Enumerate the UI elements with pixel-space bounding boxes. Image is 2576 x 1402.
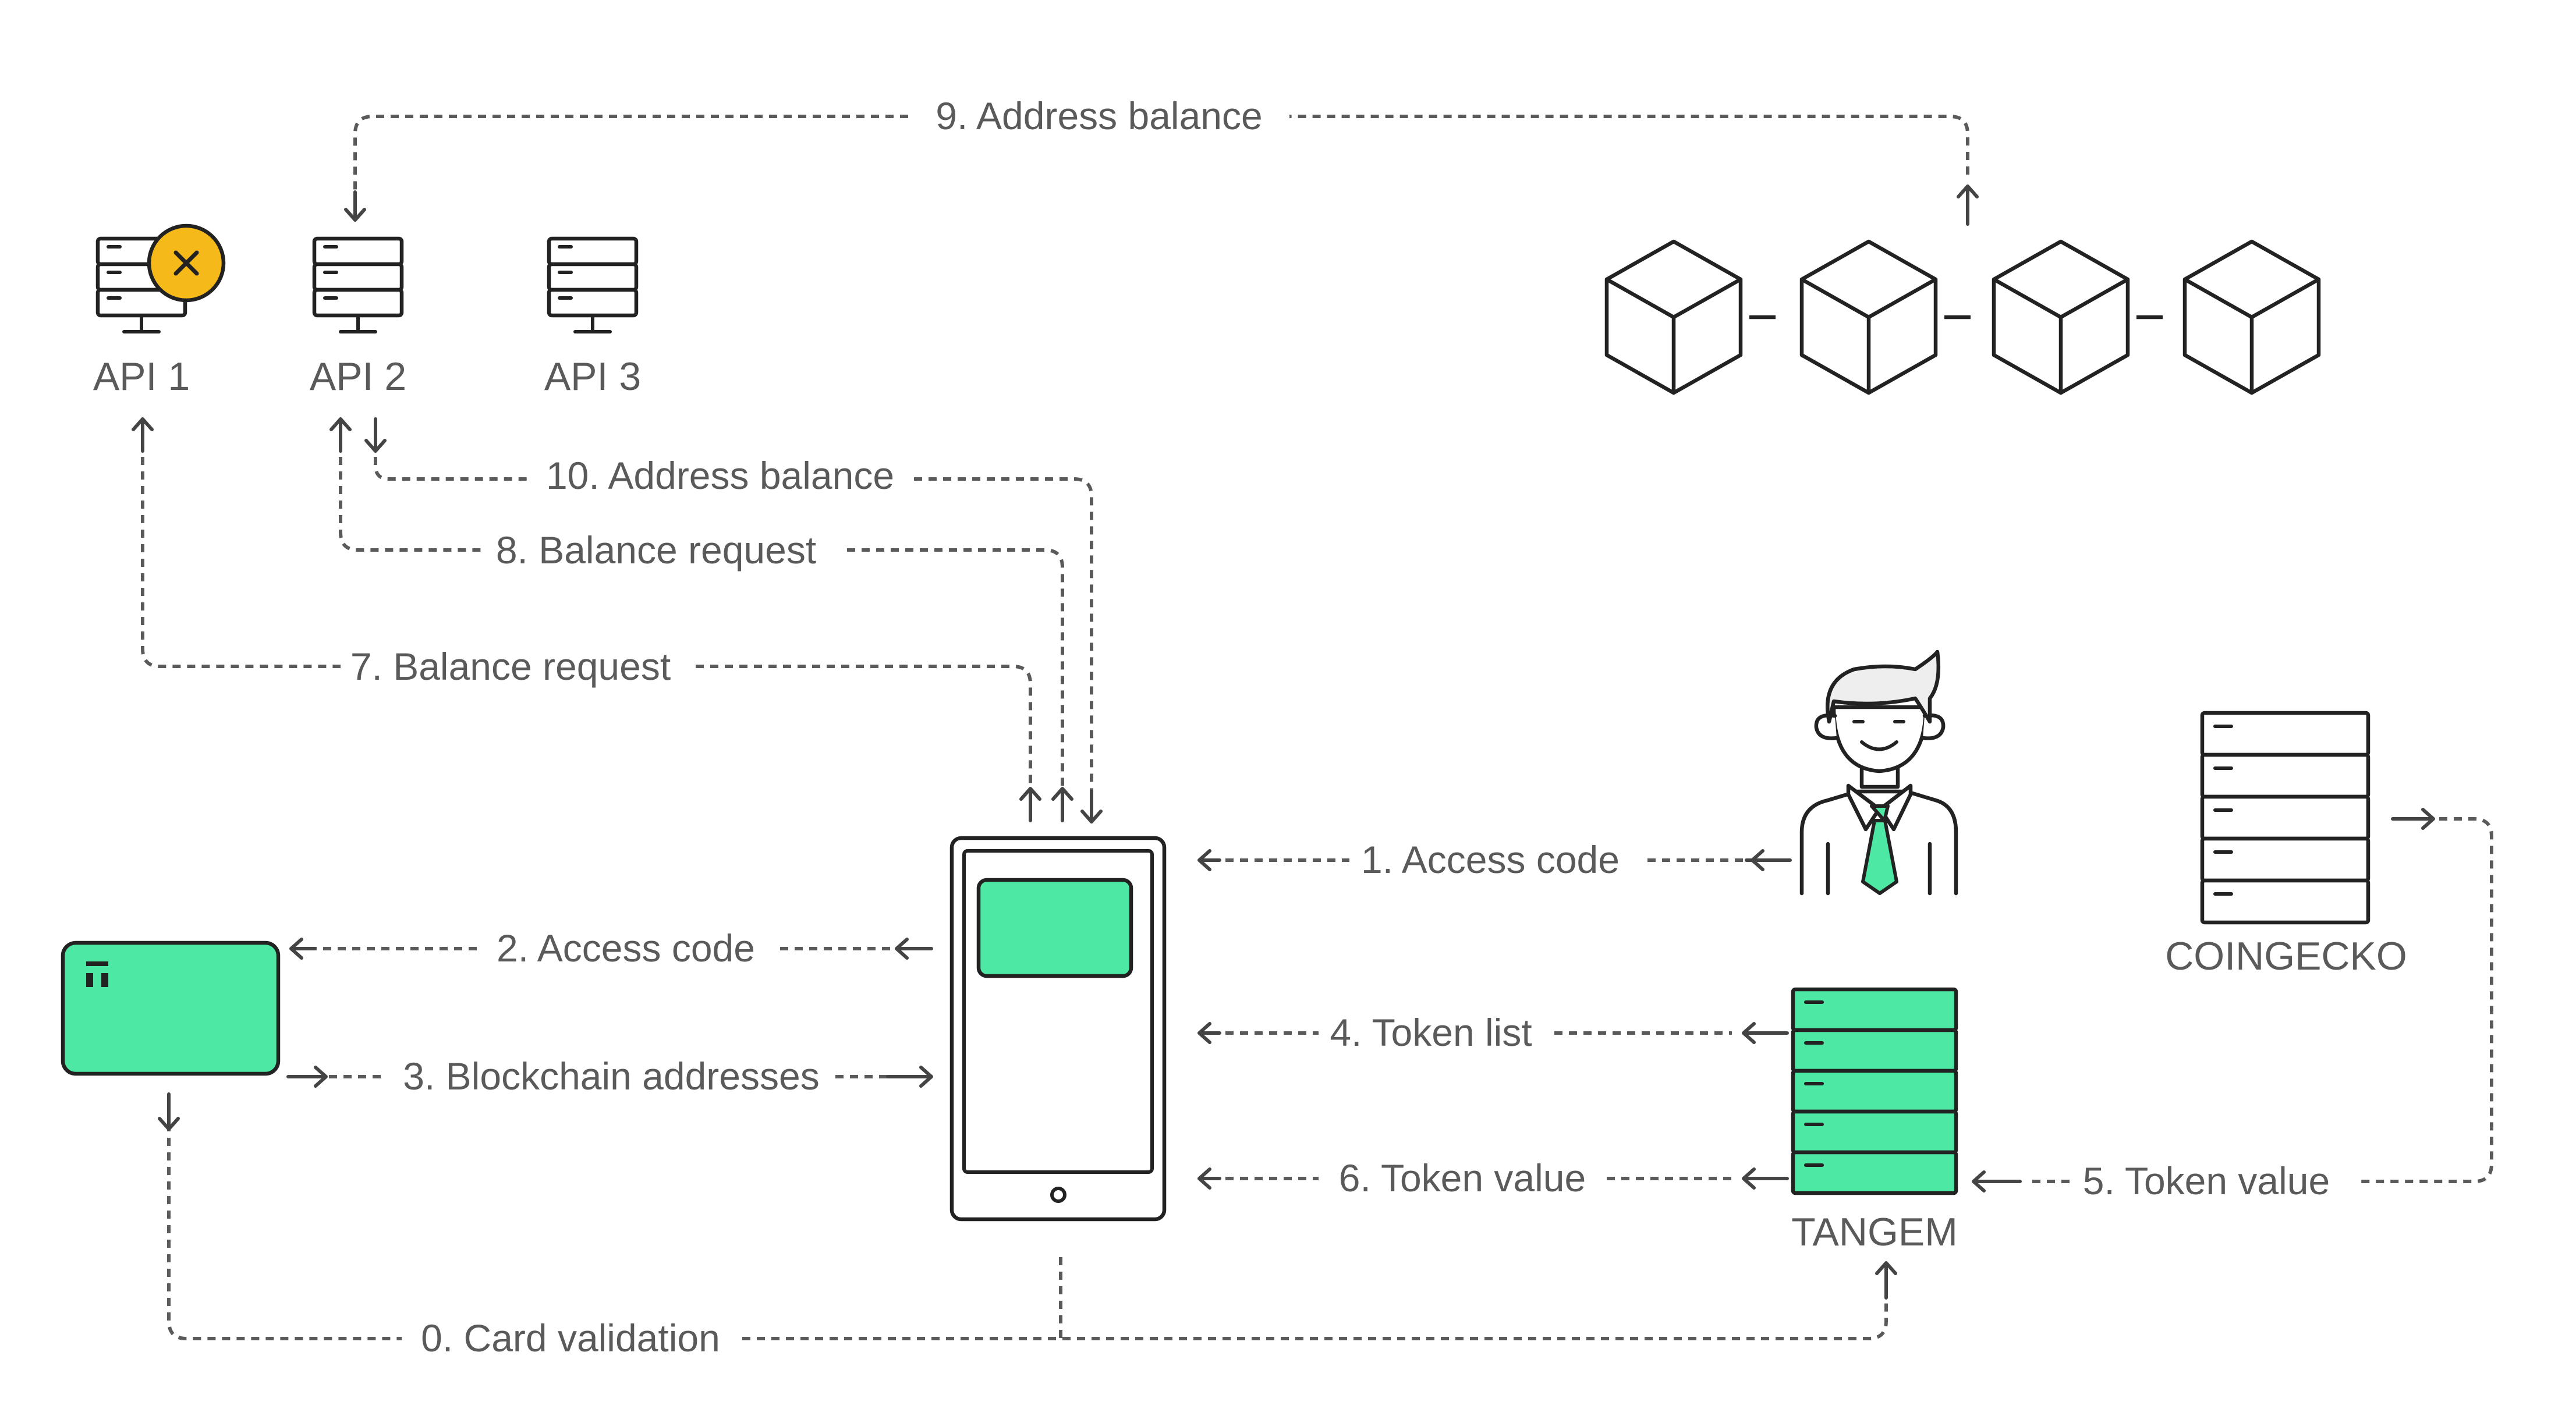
arrow-2-phone — [895, 938, 933, 960]
arrow-1-user — [1745, 849, 1792, 871]
block-cube — [1799, 239, 1938, 395]
connector-0-left — [167, 1123, 402, 1340]
arrow-10-down — [364, 417, 387, 453]
connector-0-right — [742, 1298, 1888, 1340]
server-icon — [1791, 987, 1958, 1195]
arrow-7-phone-up — [1019, 787, 1041, 822]
api-1-label: API 1 — [93, 354, 190, 399]
connector-7-right — [696, 665, 1032, 791]
phone-icon — [949, 836, 1167, 1222]
arrow-0-tangem — [1875, 1261, 1897, 1300]
arrow-4-phone — [1197, 1022, 1221, 1044]
connector-9-right — [1289, 115, 1969, 175]
api-3-node — [549, 239, 636, 333]
block-cube — [1604, 239, 1743, 395]
server-icon — [2200, 711, 2371, 925]
api-2-label: API 2 — [310, 354, 406, 399]
step-8-label: 8. Balance request — [496, 528, 816, 572]
step-2-label: 2. Access code — [497, 927, 755, 970]
server-icon — [98, 239, 185, 333]
block-cube — [1992, 239, 2130, 395]
card-icon — [61, 940, 281, 1076]
arrow-5-coingecko — [2391, 808, 2435, 830]
arrow-2-card — [289, 938, 316, 960]
arrowheads — [132, 184, 2435, 1300]
step-1-label: 1. Access code — [1361, 838, 1620, 881]
step-9-label: 9. Address balance — [936, 94, 1262, 137]
coingecko-label: COINGECKO — [2165, 934, 2407, 978]
arrow-10-phone-down — [1080, 790, 1103, 824]
step-6-label: 6. Token value — [1339, 1156, 1586, 1199]
arrow-1-phone — [1197, 849, 1221, 871]
arrow-6-phone — [1197, 1167, 1221, 1190]
api-1-node — [98, 223, 226, 333]
block-cube — [2182, 239, 2321, 395]
connector-7-left — [141, 442, 341, 668]
connector-10-left — [374, 442, 527, 481]
api-2-node — [314, 239, 402, 333]
arrow-9-down — [344, 190, 366, 222]
close-icon — [147, 223, 226, 303]
server-icon — [549, 239, 636, 333]
step-0-label: 0. Card validation — [421, 1316, 720, 1360]
phone-screen-card — [976, 878, 1133, 978]
connector-5-right — [2361, 817, 2493, 1183]
coingecko-node — [2200, 711, 2371, 925]
step-5-label: 5. Token value — [2083, 1159, 2330, 1202]
arrow-5-tangem — [1972, 1170, 2022, 1192]
arrow-4-tangem — [1742, 1022, 1789, 1044]
blockchain-icon — [1604, 239, 2321, 395]
connector-9-left — [353, 115, 908, 192]
arrow-6-tangem — [1742, 1167, 1789, 1190]
api-3-label: API 3 — [544, 354, 641, 399]
connector-8-right — [847, 548, 1064, 791]
arrow-8-up — [329, 417, 352, 453]
step-3-label: 3. Blockchain addresses — [403, 1055, 819, 1098]
arrow-9-up — [1957, 184, 1979, 226]
tangem-label: TANGEM — [1791, 1210, 1958, 1254]
server-icon — [314, 239, 402, 333]
arrow-3-card — [286, 1066, 328, 1088]
step-7-label: 7. Balance request — [350, 645, 671, 688]
step-labels: 9. Address balance 10. Address balance 8… — [350, 94, 2330, 1360]
step-10-label: 10. Address balance — [546, 454, 894, 497]
arrow-3-phone — [886, 1066, 933, 1088]
connector-10-right — [914, 477, 1093, 791]
person-icon — [1799, 649, 1958, 896]
connectors — [141, 115, 2493, 1340]
connector-8-left — [339, 442, 483, 552]
arrow-7-up — [132, 417, 154, 453]
tangem-node — [1791, 987, 1958, 1195]
arrow-0-card — [158, 1092, 180, 1131]
arrow-8-phone-up — [1051, 787, 1073, 822]
step-4-label: 4. Token list — [1330, 1011, 1532, 1054]
